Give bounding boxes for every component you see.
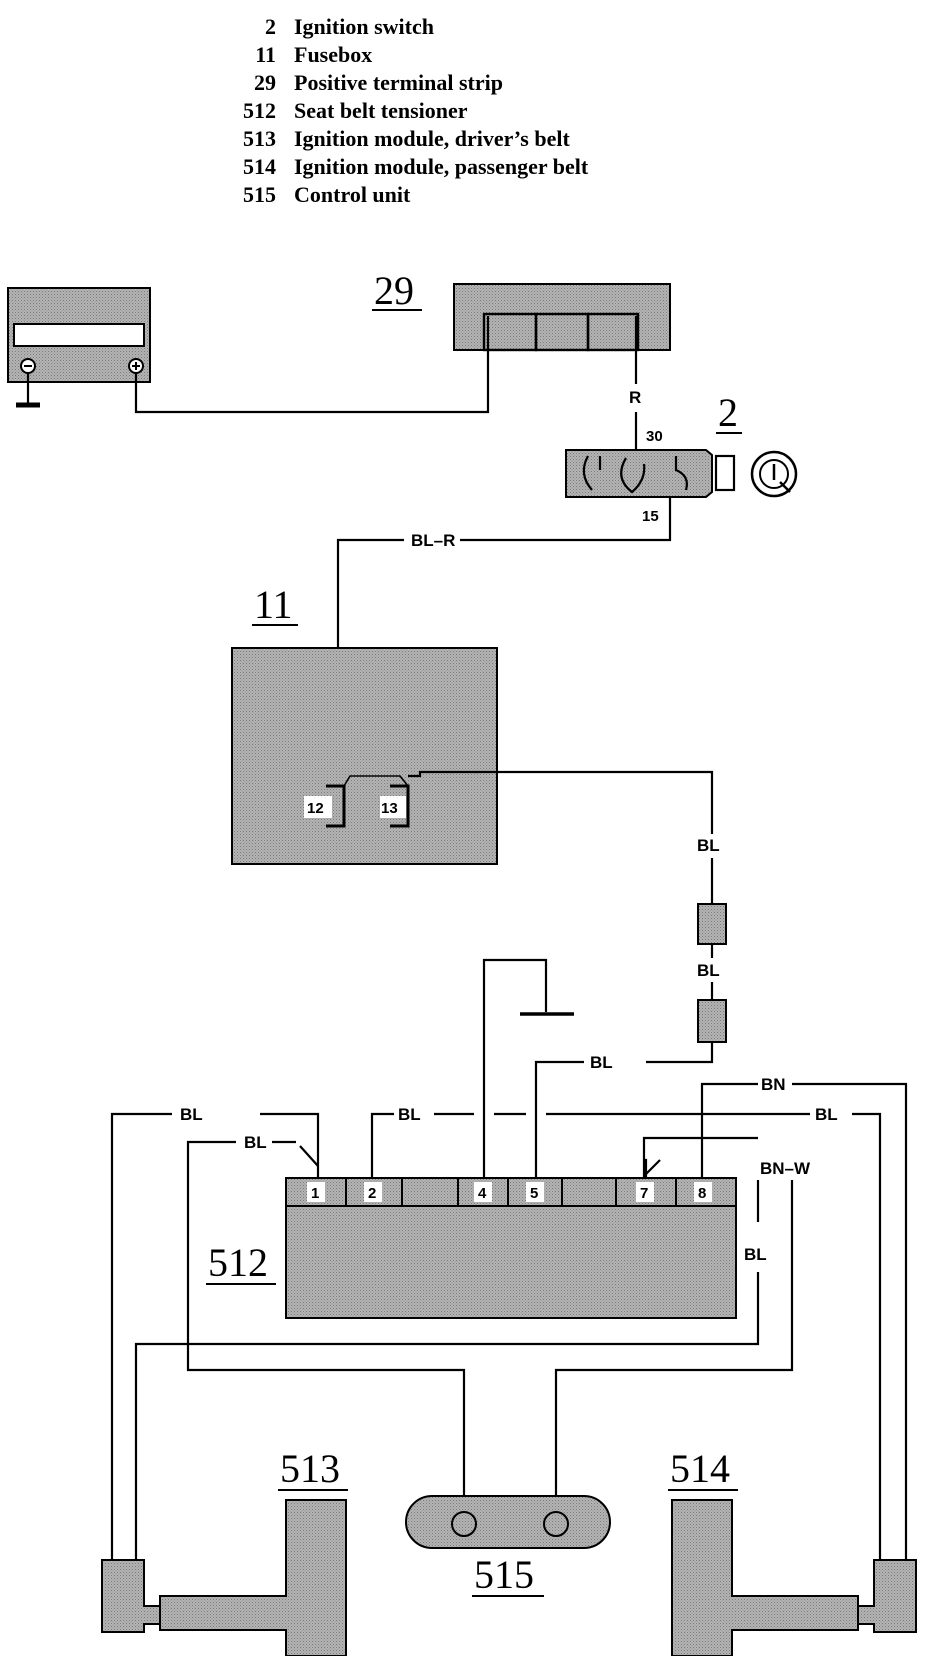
ground-wire-pin4 [482, 958, 548, 1178]
fuse-label-12: 12 [307, 800, 324, 817]
fuse-label-13: 13 [381, 800, 398, 817]
pin1-arrow [299, 1145, 319, 1167]
pin-label-2: 2 [368, 1185, 376, 1202]
legend-number: 513 [243, 126, 276, 151]
positive-terminal-strip: 29 [372, 268, 671, 352]
legend-description: Ignition switch [294, 14, 434, 39]
wire-label-bl-side: BL [744, 1245, 767, 1264]
wire-bl-left2-down [186, 1140, 466, 1520]
passenger-module-connector [857, 1559, 917, 1633]
key-slot [714, 454, 736, 492]
wire-bl-side-down [134, 1272, 760, 1590]
component-number-515: 515 [474, 1552, 534, 1597]
fuse-13: 13 [380, 784, 410, 828]
battery-positive-wire [134, 316, 490, 414]
legend-number: 29 [254, 70, 276, 95]
component-number-512: 512 [208, 1240, 268, 1285]
legend-description: Ignition module, passenger belt [294, 154, 589, 179]
legend-description: Ignition module, driver’s belt [294, 126, 570, 151]
wire-bn-w-down [554, 1180, 794, 1520]
wire-label-bl-fuse: BL [697, 836, 720, 855]
wire-bn-w-top [642, 1136, 758, 1178]
legend: 2 Ignition switch 11 Fusebox 29 Positive… [243, 14, 589, 207]
wire-bl-left1-left [110, 1112, 172, 1592]
driver-ignition-module: 513 [101, 1446, 348, 1656]
positive-post-icon [128, 358, 144, 374]
component-number-2: 2 [718, 390, 738, 435]
control-unit: 515 [405, 1495, 611, 1597]
wire-label-bl-left1: BL [180, 1105, 203, 1124]
legend-item: 11 Fusebox [255, 42, 372, 67]
control-unit-body [405, 1495, 611, 1549]
wire-label-bl-left2: BL [244, 1133, 267, 1152]
legend-description: Control unit [294, 182, 411, 207]
wire-bl-left1-right [260, 1112, 320, 1178]
wire-label-r: R [629, 388, 641, 407]
control-unit-pin [543, 1511, 569, 1537]
inline-connector [697, 903, 727, 945]
fusebox: 11 12 13 [231, 582, 498, 865]
wire-label-bn-w: BN–W [760, 1159, 811, 1178]
pin-label-4: 4 [478, 1185, 487, 1202]
pin-label-7: 7 [640, 1185, 648, 1202]
wire-label-bl-top2: BL [398, 1105, 421, 1124]
driver-module-connector [101, 1559, 161, 1633]
driver-module-body [159, 1499, 347, 1656]
wire-bl-to5-right [646, 1042, 714, 1064]
wire-bn-left [700, 1082, 758, 1178]
legend-item: 512 Seat belt tensioner [243, 98, 468, 123]
legend-item: 29 Positive terminal strip [254, 70, 503, 95]
wire-bl-top2-start [370, 1112, 394, 1178]
passenger-ignition-module: 514 [668, 1446, 917, 1656]
wire-label-bl-right: BL [815, 1105, 838, 1124]
legend-item: 513 Ignition module, driver’s belt [243, 126, 570, 151]
wire-bl-r-right [460, 497, 672, 542]
pin-label-1: 1 [311, 1185, 319, 1202]
seat-belt-tensioner: 1 2 4 5 7 8 512 [206, 1177, 737, 1319]
legend-description: Fusebox [294, 42, 372, 67]
wire-bl-right-down [852, 1112, 882, 1590]
wire-label-bl-mid: BL [697, 961, 720, 980]
legend-item: 514 Ignition module, passenger belt [243, 154, 589, 179]
terminal-slot [586, 312, 640, 352]
wire-bn-right [792, 1082, 908, 1590]
legend-number: 512 [243, 98, 276, 123]
legend-number: 514 [243, 154, 276, 179]
fuse-12: 12 [304, 784, 346, 828]
terminal-label-30: 30 [646, 428, 663, 445]
wire-bl-fuse [408, 770, 714, 834]
legend-number: 2 [265, 14, 276, 39]
legend-description: Seat belt tensioner [294, 98, 468, 123]
pin7-arrow [643, 1159, 661, 1177]
wire-label-bl-r: BL–R [411, 531, 455, 550]
ignition-switch: 2 30 15 [565, 390, 798, 525]
ignition-key-icon [750, 450, 798, 498]
terminal-label-15: 15 [642, 508, 659, 525]
component-number-513: 513 [280, 1446, 340, 1491]
component-number-514: 514 [670, 1446, 730, 1491]
tensioner-body [285, 1177, 737, 1319]
legend-number: 515 [243, 182, 276, 207]
fusebox-body [231, 647, 498, 865]
wire-label-bn: BN [761, 1075, 786, 1094]
pin-label-5: 5 [530, 1185, 538, 1202]
battery [7, 287, 151, 408]
battery-window [13, 323, 145, 347]
legend-description: Positive terminal strip [294, 70, 503, 95]
component-number-29: 29 [374, 268, 414, 313]
negative-post-icon [20, 358, 36, 374]
pin-label-8: 8 [698, 1185, 706, 1202]
passenger-module-body [671, 1499, 859, 1656]
inline-connector [697, 999, 727, 1043]
legend-item: 515 Control unit [243, 182, 411, 207]
control-unit-pin [451, 1511, 477, 1537]
wire-bl-to5-left [534, 1060, 584, 1178]
component-number-11: 11 [254, 582, 293, 627]
fuse-bridge [343, 775, 409, 787]
legend-item: 2 Ignition switch [265, 14, 434, 39]
legend-number: 11 [255, 42, 276, 67]
wire-label-bl-to5: BL [590, 1053, 613, 1072]
terminal-strip-body [453, 283, 671, 351]
